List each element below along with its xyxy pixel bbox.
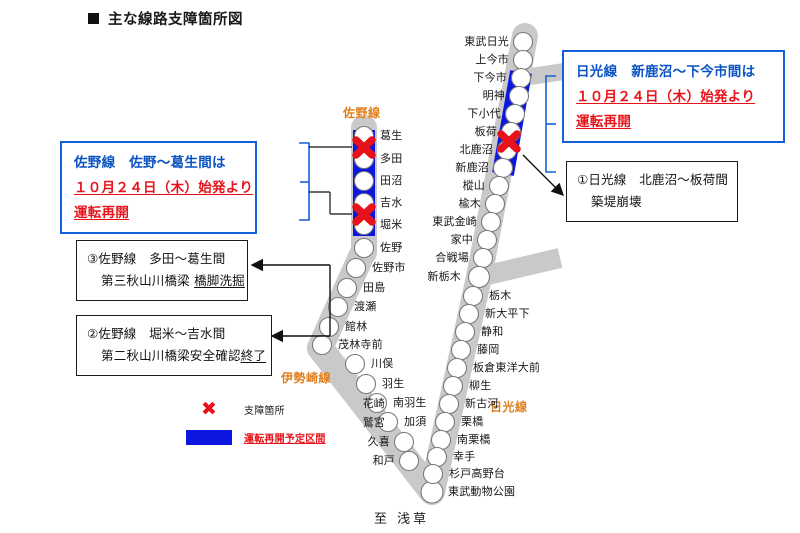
station-label-nikko: 栃木 <box>489 289 512 302</box>
legend: ✖ 支障箇所 運転再開予定区間 <box>186 398 336 448</box>
station-label-isesaki: 田島 <box>363 281 386 294</box>
note-2-underline: 終了 <box>240 347 267 363</box>
lead-lines-sano <box>309 146 352 215</box>
station-label-isesaki: 花崎 <box>362 397 385 410</box>
station-label-sano: 多田 <box>380 152 403 165</box>
station-label-isesaki: 鷲宮 <box>362 416 385 429</box>
note-box-2: ②佐野線 堀米～吉水間 第二秋山川橋梁安全確認終了 <box>76 315 272 376</box>
station-label-nikko: 板倉東洋大前 <box>473 361 541 374</box>
station-label-nikko: 藤岡 <box>477 343 500 356</box>
page-title: 主な線路支障箇所図 <box>88 8 243 29</box>
station-label-nikko: 板荷 <box>474 125 497 138</box>
note-3-underline: 橋脚洗掘 <box>194 272 245 288</box>
station-label-sano: 葛生 <box>380 129 403 142</box>
bracket-nikko-callout <box>545 75 556 173</box>
nikko-line-label: 日光線 <box>490 400 528 414</box>
station-label-isesaki: 佐野市 <box>372 261 406 274</box>
callout-sano-line3: 運転再開 <box>74 204 130 221</box>
bullet-square-icon <box>88 13 99 24</box>
station-label-nikko: 東武金崎 <box>432 215 477 228</box>
station-label-nikko: 新鹿沼 <box>455 161 489 174</box>
note-3-line2: 第三秋山川橋梁 橋脚洗掘 <box>101 272 245 288</box>
station-label-isesaki: 和戸 <box>372 454 395 467</box>
station-label-isesaki: 館林 <box>345 320 368 333</box>
callout-nikko-line3: 運転再開 <box>576 113 632 130</box>
station-label-nikko: 下今市 <box>473 71 507 84</box>
callout-sano: 佐野線 佐野～葛生間は １０月２４日（木）始発より 運転再開 <box>60 141 257 235</box>
incident-x-marks <box>352 130 521 226</box>
station-label-nikko: 上今市 <box>475 53 509 66</box>
isesaki-line-label: 伊勢崎線 <box>281 371 332 385</box>
callout-sano-line2: １０月２４日（木）始発より <box>74 179 254 196</box>
bottom-destination-label: 至 浅草 <box>374 512 430 527</box>
note-1-line2: 築堤崩壊 <box>591 193 642 209</box>
station-label-isesaki: 川俣 <box>371 357 394 370</box>
station-label-isesaki: 羽生 <box>382 377 405 390</box>
note-3-line1: ③佐野線 多田～葛生間 <box>87 251 226 266</box>
sano-line-label: 佐野線 <box>343 106 381 120</box>
station-label-nikko: 南栗橋 <box>457 433 491 446</box>
arrow-note1 <box>522 154 564 196</box>
station-label-isesaki: 茂林寺前 <box>338 338 383 351</box>
callout-nikko-line2: １０月２４日（木）始発より <box>576 88 756 105</box>
station-label-nikko: 樅山 <box>462 179 485 192</box>
note-2-line1: ②佐野線 堀米～吉水間 <box>87 326 226 341</box>
station-label-nikko: 合戦場 <box>435 251 469 264</box>
station-label-nikko: 柳生 <box>469 379 492 392</box>
callout-nikko-line1: 日光線 新鹿沼～下今市間は <box>576 64 756 80</box>
legend-label-incident: 支障箇所 <box>244 405 285 417</box>
station-label-nikko: 栗橋 <box>461 415 484 428</box>
x-mark-kuzuu <box>352 136 376 159</box>
station-label-nikko: 新古河 <box>465 397 499 410</box>
bracket-sano-callout <box>299 142 310 221</box>
legend-item-resume: 運転再開予定区間 <box>186 426 336 448</box>
callout-sano-line1: 佐野線 佐野～葛生間は <box>74 155 226 171</box>
legend-item-incident: ✖ 支障箇所 <box>186 398 336 420</box>
x-mark-kitakanuma <box>497 130 521 153</box>
station-label-isesaki: 渡瀬 <box>354 300 377 313</box>
note-box-1: ①日光線 北鹿沼～板荷間 築堤崩壊 <box>566 161 738 222</box>
station-circles-nikko <box>422 31 534 485</box>
gray-branch-shintochigi <box>476 248 563 287</box>
station-label-nikko: 静和 <box>481 325 504 338</box>
station-label-nikko: 新栃木 <box>427 270 461 283</box>
station-label-sano: 佐野 <box>380 241 403 254</box>
note-1-line1: ①日光線 北鹿沼～板荷間 <box>577 172 729 187</box>
station-label-nikko: 下小代 <box>467 107 501 120</box>
station-label-nikko: 杉戸高野台 <box>449 467 505 480</box>
station-label-isesaki: 東武動物公園 <box>448 485 516 498</box>
station-label-sano: 田沼 <box>380 174 403 187</box>
station-label-nikko: 楡木 <box>458 197 481 210</box>
note-2-line2: 第二秋山川橋梁安全確認終了 <box>101 347 267 363</box>
station-label-nikko: 新大平下 <box>485 307 530 320</box>
station-label-nikko: 家中 <box>450 233 473 246</box>
station-label-sano: 吉水 <box>380 196 403 209</box>
station-label-nikko: 明神 <box>482 89 505 102</box>
station-label-isesaki: 南羽生 <box>393 396 427 409</box>
station-label-sano: 堀米 <box>380 218 403 231</box>
station-label-nikko: 東武日光 <box>464 35 509 48</box>
x-mark-yoshimizu <box>352 203 376 226</box>
callout-nikko: 日光線 新鹿沼～下今市間は １０月２４日（木）始発より 運転再開 <box>562 50 785 144</box>
blue-bar-icon <box>186 429 232 445</box>
station-label-isesaki: 加須 <box>404 415 427 428</box>
legend-label-resume: 運転再開予定区間 <box>244 433 326 445</box>
red-x-icon: ✖ <box>201 397 217 420</box>
station-label-isesaki: 久喜 <box>367 435 390 448</box>
arrow-note2 <box>270 265 331 343</box>
station-label-nikko: 幸手 <box>453 450 476 463</box>
station-label-nikko: 北鹿沼 <box>459 143 493 156</box>
note-box-3: ③佐野線 多田～葛生間 第三秋山川橋梁 橋脚洗掘 <box>76 240 248 301</box>
page-title-text: 主な線路支障箇所図 <box>108 12 243 28</box>
